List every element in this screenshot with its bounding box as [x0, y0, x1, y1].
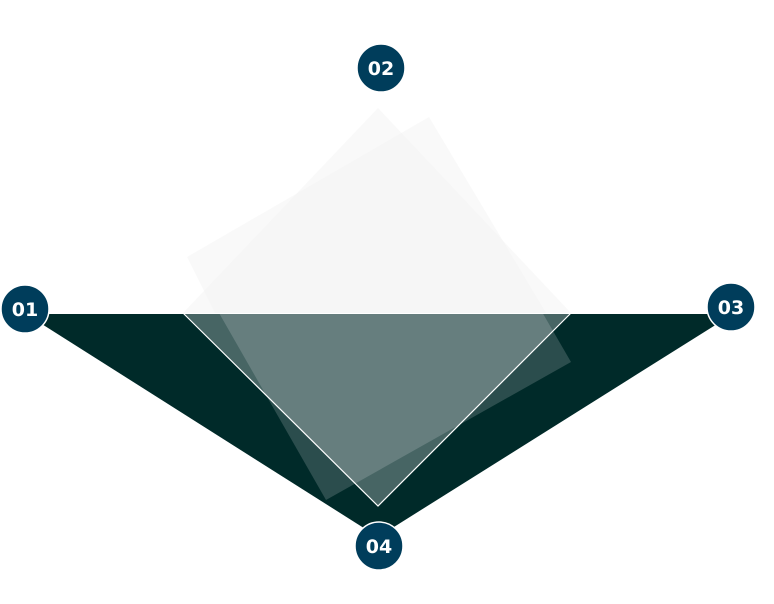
diamond-outline	[182, 312, 572, 507]
step-badge-04-label: 04	[366, 536, 392, 558]
step-badge-02-label: 02	[368, 58, 394, 80]
step-badge-01-label: 01	[12, 299, 38, 321]
step-badge-02: 02	[356, 43, 406, 93]
step-badge-03-label: 03	[718, 297, 744, 319]
step-badge-04: 04	[354, 521, 404, 571]
inverted-triangle	[26, 314, 733, 537]
step-badge-01: 01	[0, 284, 50, 334]
tilted-square-top-part	[187, 117, 546, 313]
step-badge-03: 03	[706, 282, 756, 332]
